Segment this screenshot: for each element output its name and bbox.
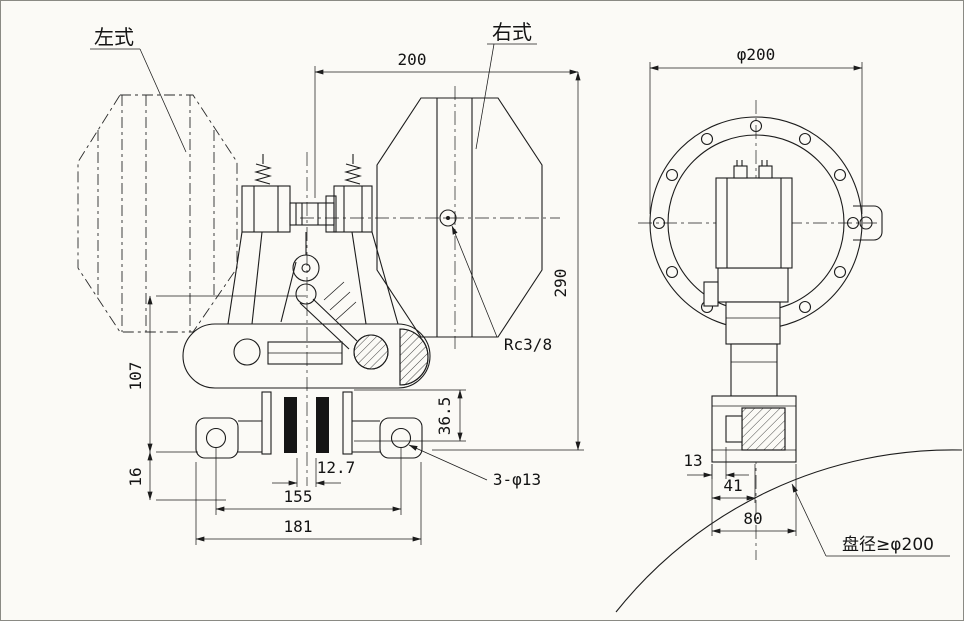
dim-36-5-label: 36.5: [435, 397, 454, 436]
caliper-head: [241, 185, 373, 233]
hinge-lug: [853, 205, 883, 241]
link-pin-lower: [295, 283, 317, 305]
dim-flange-dia: φ200: [649, 45, 863, 214]
disc-edge: 盘径≥φ200: [615, 449, 963, 613]
side-view: φ200 13 41 80 盘径≥φ200: [615, 45, 963, 613]
brake-shoes: [238, 391, 380, 455]
dim-12-7: 12.7: [272, 458, 355, 487]
foot-hole-left: [205, 427, 227, 449]
dim-290-label: 290: [551, 269, 570, 298]
label-right-type: 右式: [475, 20, 537, 150]
svg-text:左式: 左式: [94, 25, 134, 49]
dim-200: 200: [314, 50, 579, 198]
disc-arc: [615, 449, 963, 613]
pad-right: [316, 397, 329, 453]
phantom-drum-left: [77, 94, 238, 333]
dim-16-label: 16: [126, 467, 145, 486]
dim-12-7-label: 12.7: [317, 458, 356, 477]
link-pin-upper: [292, 254, 320, 282]
caliper-body: [227, 231, 399, 350]
dim-36-5: 36.5: [354, 389, 466, 442]
dim-155: 155: [215, 448, 402, 515]
dim-16: 16: [126, 451, 226, 501]
pad-bracket: [711, 395, 797, 463]
dim-181-label: 181: [284, 517, 313, 536]
mounting-feet: [195, 417, 423, 459]
dim-41-label: 41: [723, 476, 742, 495]
dim-80-label: 80: [743, 509, 762, 528]
foot-hole-right: [390, 427, 412, 449]
dim-80: 80: [711, 464, 797, 536]
callout-holes: 3-φ13: [408, 444, 541, 489]
dim-107-label: 107: [126, 362, 145, 391]
disc-note-label: 盘径≥φ200: [842, 535, 934, 555]
spring-right: [343, 154, 363, 185]
drum-right: [376, 86, 543, 349]
callout-rc38-label: Rc3/8: [504, 335, 552, 354]
lever-arm: [182, 323, 431, 389]
dim-flange-dia-label: φ200: [737, 45, 776, 64]
dim-13-label: 13: [683, 451, 702, 470]
arm-hole: [233, 338, 261, 366]
callout-holes-label: 3-φ13: [493, 470, 541, 489]
housing-body: [703, 160, 793, 397]
pad-block: [741, 407, 786, 451]
front-view: 200 290 107 16 36.5: [77, 20, 584, 545]
adjust-rod: [289, 202, 335, 226]
label-left-type: 左式: [90, 25, 187, 153]
dim-155-label: 155: [284, 487, 313, 506]
spring-left: [253, 154, 273, 185]
dim-181: 181: [195, 462, 422, 545]
dim-290: 290: [432, 71, 584, 451]
dim-200-label: 200: [398, 50, 427, 69]
dim-41: 41: [711, 464, 756, 503]
pad-left: [284, 397, 297, 453]
callout-rc38: Rc3/8: [451, 225, 552, 354]
dim-107: 107: [126, 295, 306, 453]
svg-text:右式: 右式: [492, 20, 532, 44]
